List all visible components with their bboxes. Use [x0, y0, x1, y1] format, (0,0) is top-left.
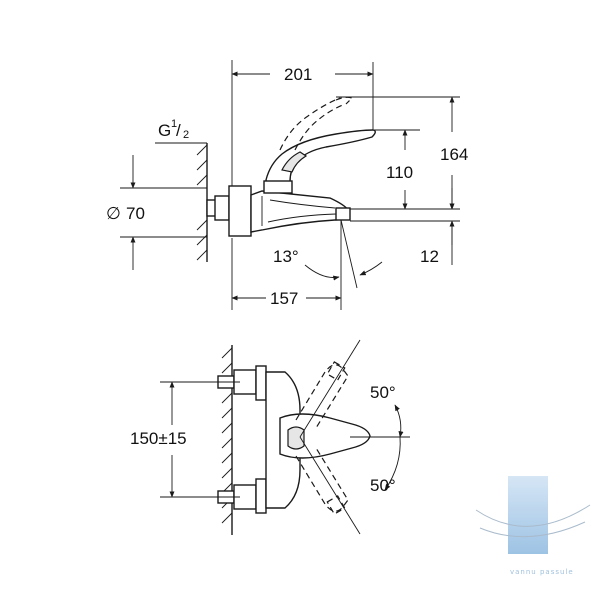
watermark-text: vannu passule — [510, 568, 574, 576]
diameter-symbol: ∅ — [106, 204, 121, 223]
plan-connector-top — [217, 365, 267, 401]
dim-13-angle — [304, 219, 383, 310]
dim-label-13deg: 13° — [273, 247, 299, 266]
wall-hatching — [196, 143, 208, 262]
svg-text:1: 1 — [171, 118, 177, 130]
dim-label-150: 150±15 — [130, 429, 187, 448]
dim-157 — [231, 238, 342, 310]
dim-label-50-down: 50° — [370, 476, 396, 495]
plan-angle-arcs — [299, 339, 404, 535]
svg-text:/: / — [176, 121, 181, 140]
svg-text:G: G — [158, 121, 171, 140]
dim-201 — [231, 60, 374, 186]
plan-mixer-body — [265, 371, 371, 509]
svg-text:2: 2 — [183, 129, 189, 141]
dim-label-157: 157 — [270, 289, 298, 308]
plan-connector-bottom — [217, 478, 267, 514]
thread-label: G 1 / 2 — [158, 118, 189, 141]
right-extension-lines — [336, 96, 460, 222]
plan-lever-rotated-up — [295, 361, 349, 429]
watermark-logo: vannu passule — [475, 476, 591, 576]
dim-label-50-up: 50° — [370, 383, 396, 402]
mixer-body — [250, 190, 351, 233]
side-elevation-view: 201 164 110 12 13° 157 ∅ 70 G 1 / 2 — [106, 60, 468, 310]
lever-handle — [263, 129, 376, 194]
dim-label-12: 12 — [420, 247, 439, 266]
dim-label-201: 201 — [284, 65, 312, 84]
lever-raised-outline — [279, 96, 354, 151]
plan-view: 150±15 50° 50° — [130, 339, 410, 535]
dim-label-164: 164 — [440, 145, 468, 164]
wall-connector — [206, 185, 252, 237]
dim-label-110: 110 — [386, 163, 413, 182]
diameter-dimension — [120, 155, 207, 270]
plan-wall-hatching — [221, 345, 233, 535]
dim-150 — [160, 381, 240, 498]
dim-label-diameter: 70 — [126, 204, 145, 223]
plan-lever-rotated-down — [295, 447, 349, 515]
